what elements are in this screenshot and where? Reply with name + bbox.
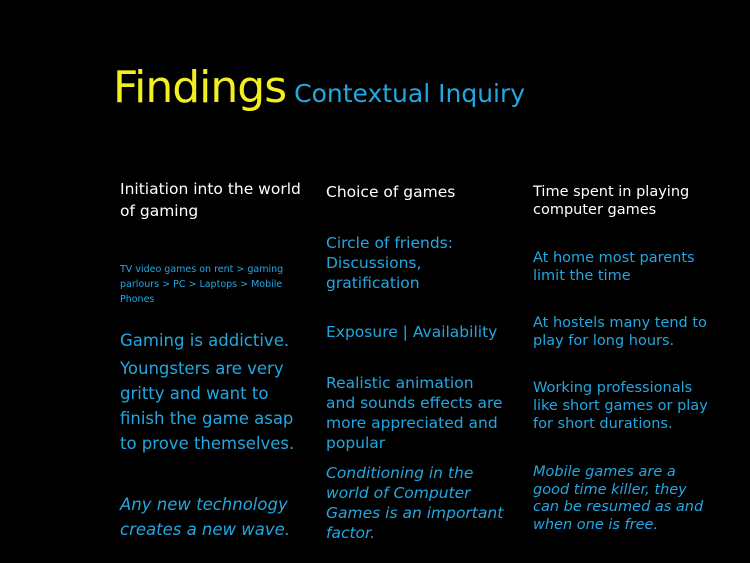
column-heading: Time spent in playing computer games (533, 184, 690, 218)
column-heading: Initiation into the world of gaming (120, 180, 301, 220)
list-item: Working professionals like short games o… (533, 380, 708, 432)
list-item: At home most parents limit the time (533, 250, 695, 284)
list-item: Realistic animation and sounds effects a… (326, 374, 503, 452)
list-item: Exposure | Availability (326, 323, 498, 341)
list-item: Circle of friends: Discussions, gratific… (326, 234, 453, 292)
list-item: Youngsters are very gritty and want to f… (120, 359, 295, 453)
title-main: Findings (113, 62, 287, 113)
list-item: Mobile games are a good time killer, the… (533, 464, 704, 533)
list-item: Gaming is addictive. (120, 331, 290, 350)
column-heading: Choice of games (326, 183, 456, 201)
list-item: Any new technology creates a new wave. (120, 495, 291, 539)
list-item: At hostels many tend to play for long ho… (533, 315, 707, 349)
list-item: TV video games on rent > gaming parlours… (120, 264, 284, 305)
list-item: Conditioning in the world of Computer Ga… (326, 464, 504, 542)
title-sub: Contextual Inquiry (294, 79, 526, 108)
